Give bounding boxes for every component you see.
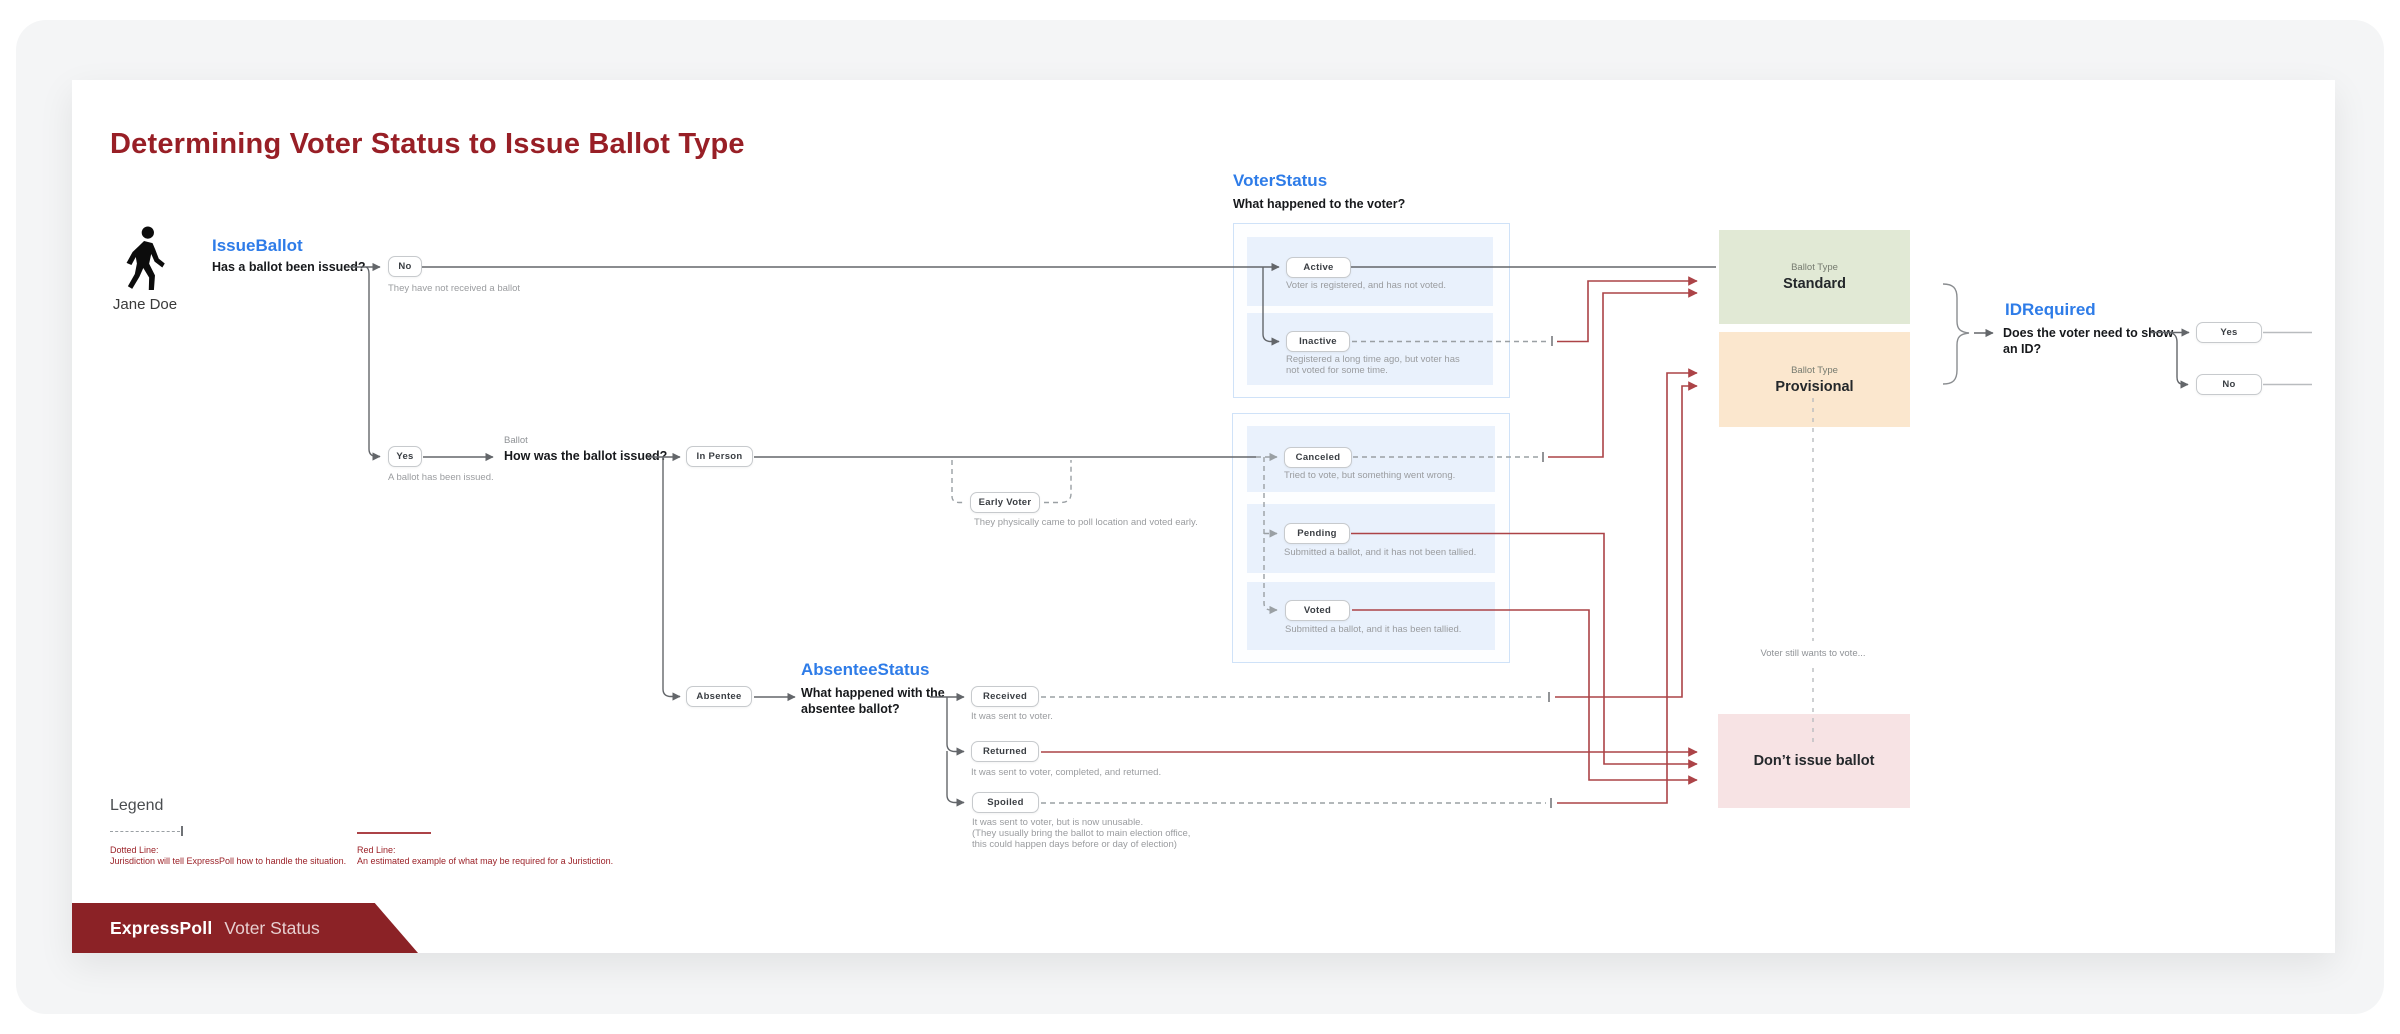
footer-banner: ExpressPoll Voter Status [72,903,418,953]
caption-inactive-line2: not voted for some time. [1286,365,1388,376]
outcome-dont-issue-ballot: Don’t issue ballot [1718,714,1910,808]
legend-red-desc: An estimated example of what may be requ… [357,856,614,866]
chip-early-voter: Early Voter [970,492,1040,513]
question-absenteestatus-line1: What happened with the [801,686,945,700]
question-idrequired-line2: an ID? [2003,342,2042,356]
caption-received: It was sent to voter. [971,711,1053,722]
brand-name: ExpressPoll [110,917,213,938]
chip-voted: Voted [1285,600,1350,621]
legend-dotted-line-endbar [181,826,183,836]
ballot-type-standard: Standard [1783,276,1846,292]
chip-absentee: Absentee [686,686,752,707]
legend-dotted-desc: Jurisdiction will tell ExpressPoll how t… [110,856,347,866]
chip-in-person: In Person [686,446,753,467]
page-title: Determining Voter Status to Issue Ballot… [110,128,745,160]
chip-received: Received [971,686,1039,707]
label-ballot: Ballot [504,435,528,446]
caption-spoiled-line1: It was sent to voter, but is now unusabl… [972,817,1144,828]
caption-early-voter: They physically came to poll location an… [974,517,1198,528]
question-absenteestatus-line2: absentee ballot? [801,702,900,716]
note-still-wants-to-vote: Voter still wants to vote... [1760,648,1866,659]
caption-spoiled-line2: (They usually bring the ballot to main e… [972,828,1191,839]
legend-red-name: Red Line: [357,845,396,855]
caption-canceled: Tried to vote, but something went wrong. [1284,470,1456,481]
caption-pending: Submitted a ballot, and it has not been … [1284,547,1477,558]
heading-idrequired: IDRequired [2005,300,2096,319]
legend-dotted-line-sample [110,831,180,832]
caption-spoiled-line3: this could happen days before or day of … [972,839,1177,850]
heading-voterstatus: VoterStatus [1233,171,1328,190]
chip-no: No [388,256,422,277]
chip-inactive: Inactive [1286,331,1350,352]
chip-id-no: No [2196,374,2262,395]
legend-title: Legend [110,797,164,814]
chip-returned: Returned [971,741,1039,762]
question-ballot: How was the ballot issued? [504,449,668,463]
question-idrequired-line1: Does the voter need to show [2003,326,2174,340]
heading-absenteestatus: AbsenteeStatus [801,660,930,679]
status-row-voted [1247,582,1495,650]
status-row-active [1247,237,1493,306]
caption-yes: A ballot has been issued. [388,472,494,483]
legend-dotted-name: Dotted Line: [110,845,159,855]
question-issueballot: Has a ballot been issued? [212,260,366,274]
footer-page-name: Voter Status [224,917,320,938]
actor-name: Jane Doe [112,296,178,313]
chip-canceled: Canceled [1284,447,1352,468]
ballot-type-provisional: Provisional [1775,378,1854,395]
heading-issueballot: IssueBallot [212,236,303,255]
ballot-type-label-provisional: Ballot Type [1791,364,1838,376]
chip-pending: Pending [1284,523,1350,544]
question-voterstatus: What happened to the voter? [1233,197,1406,211]
caption-returned: It was sent to voter, completed, and ret… [971,767,1162,778]
outcome-standard: Ballot Type Standard [1719,230,1910,324]
caption-active: Voter is registered, and has not voted. [1286,280,1447,291]
outcome-provisional: Ballot Type Provisional [1719,332,1910,427]
chip-active: Active [1286,257,1351,278]
legend-red-line-sample [357,832,431,834]
dont-issue-ballot-label: Don’t issue ballot [1753,753,1875,769]
chip-spoiled: Spoiled [972,792,1039,813]
caption-inactive-line1: Registered a long time ago, but voter ha… [1286,354,1460,365]
chip-id-yes: Yes [2196,322,2262,343]
caption-no: They have not received a ballot [388,283,521,294]
ballot-type-label-standard: Ballot Type [1791,262,1838,273]
walking-person-icon [126,226,165,290]
diagram-card [72,80,2335,953]
chip-yes: Yes [388,446,422,467]
caption-voted: Submitted a ballot, and it has been tall… [1285,624,1462,635]
